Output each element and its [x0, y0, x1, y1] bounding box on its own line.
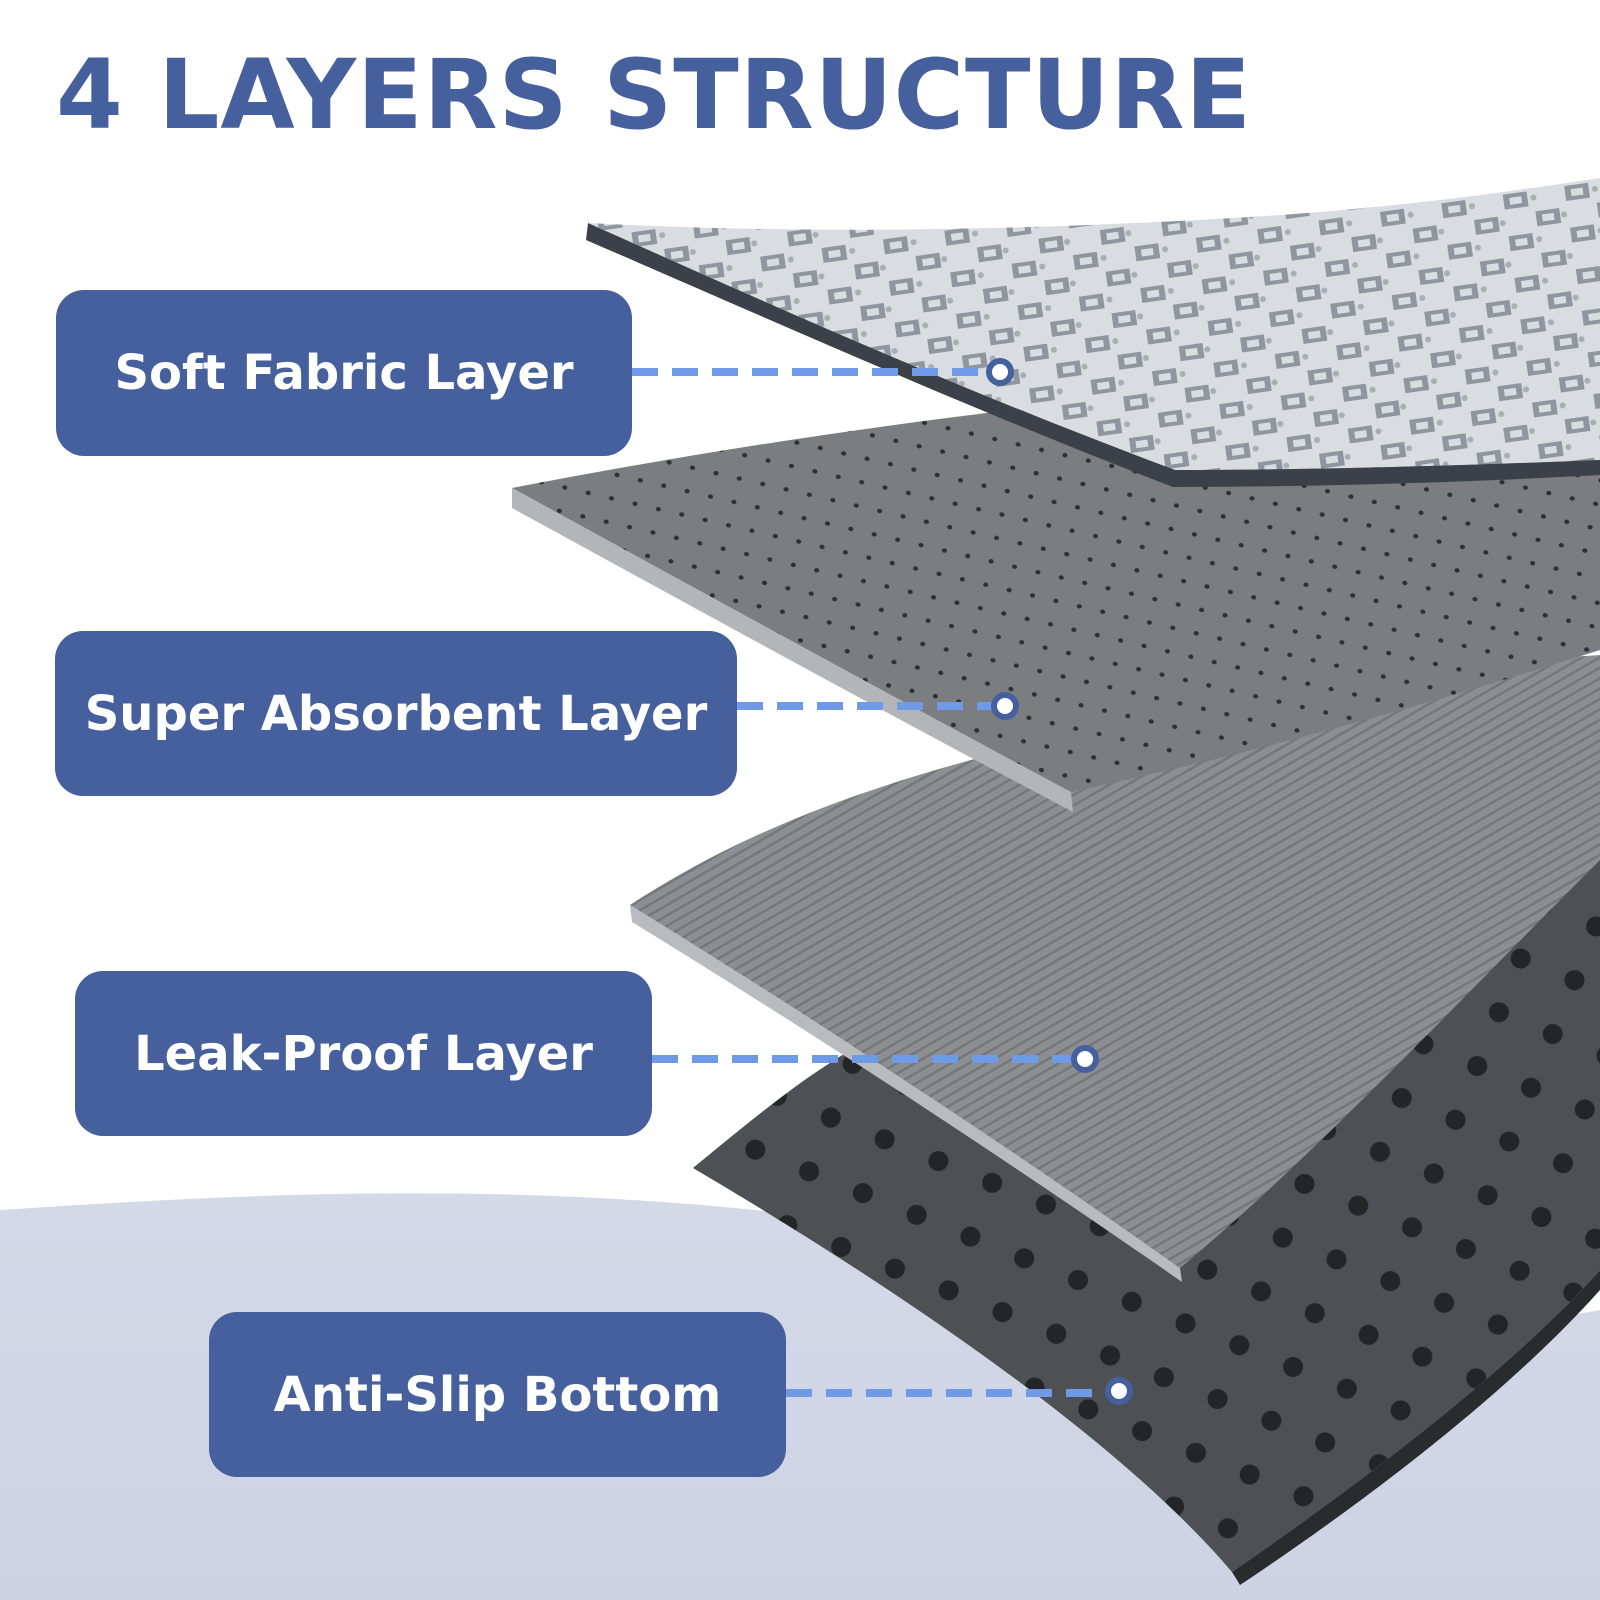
label-anti-slip-bottom: Anti-Slip Bottom [209, 1312, 786, 1477]
page-title: 4 LAYERS STRUCTURE [56, 39, 1252, 151]
label-super-absorbent-layer: Super Absorbent Layer [55, 631, 737, 796]
label-text: Leak-Proof Layer [134, 1025, 593, 1082]
connector-soft-fabric [632, 358, 1014, 386]
label-text: Super Absorbent Layer [84, 685, 708, 742]
connector-anti-slip [786, 1377, 1133, 1405]
label-text: Anti-Slip Bottom [273, 1366, 722, 1423]
soft-fabric-layer [586, 178, 1600, 487]
connector-leak-proof [652, 1045, 1099, 1073]
leak-proof-layer [630, 655, 1600, 1282]
label-leak-proof-layer: Leak-Proof Layer [75, 971, 652, 1136]
connector-super-absorbent [737, 692, 1019, 720]
label-soft-fabric-layer: Soft Fabric Layer [56, 290, 632, 456]
label-text: Soft Fabric Layer [114, 345, 574, 401]
